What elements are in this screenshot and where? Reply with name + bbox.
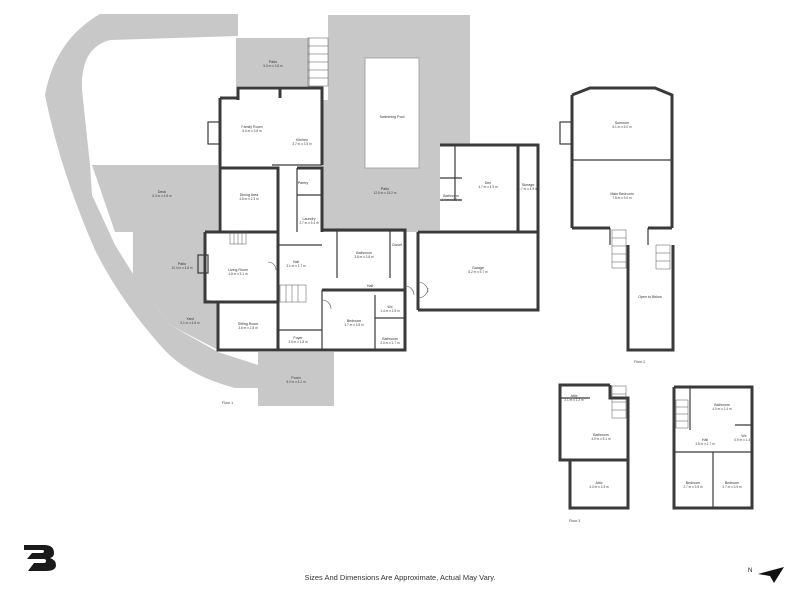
room-dimensions: 12.6 m x 15.2 m	[374, 191, 397, 195]
room-dimensions: 0.9 m x 1.4 m	[734, 438, 754, 442]
room-dimensions: 2.7 m x 3.9 m	[722, 485, 742, 489]
floor3b-walls	[672, 385, 754, 510]
swimming-pool	[364, 57, 420, 169]
room-name: Patio	[269, 60, 277, 64]
doors	[267, 261, 429, 310]
disclaimer-text: Sizes And Dimensions Are Approximate, Ac…	[304, 573, 495, 582]
room-name: Hall	[293, 260, 299, 264]
yard-area	[140, 285, 218, 350]
room-dimensions: 5.6 m x 3.8 m	[242, 129, 262, 133]
room-name: Hall	[702, 438, 708, 442]
room-dimensions: 6.3 m x 4.8 m	[152, 194, 172, 198]
deck-area	[92, 165, 218, 232]
floor-label: Floor 1	[222, 401, 233, 405]
room-name: Patio	[381, 187, 389, 191]
room-name: Foyer	[293, 336, 303, 340]
room-name: Bedroom	[725, 481, 740, 485]
room-name: Family Room	[241, 125, 262, 129]
floor2-labels: Sunroom 6.1 m x 5.0 m Main Bedroom 7.5 m…	[610, 121, 662, 364]
floor-label: Floor 3	[569, 519, 580, 523]
floor1-labels: Patio 5.5 m x 3.8 m Family Room 5.6 m x …	[152, 60, 538, 405]
room-dimensions: 2.1 m x 1.2 m	[564, 398, 584, 402]
room-name: Bedroom	[686, 481, 701, 485]
room-name: Closet	[392, 243, 402, 247]
fireplace-living	[197, 254, 209, 274]
room-name: Bathroom	[593, 433, 609, 437]
room-name: Attic	[571, 394, 578, 398]
room-name: Kitchen	[296, 138, 308, 142]
room-dimensions: 5.1 m x 4.8 m	[180, 321, 200, 325]
room-dimensions: 10.4 m x 4.8 m	[171, 266, 192, 270]
room-dimensions: 3.6 m x 2.8 m	[238, 326, 258, 330]
room-name: Yard	[186, 317, 193, 321]
room-name: Bathroom	[714, 403, 730, 407]
room-dimensions: 5.5 m x 3.8 m	[263, 64, 283, 68]
room-name: Porch	[291, 376, 300, 380]
room-name: Patio	[178, 262, 186, 266]
room-name: Bathroom	[443, 194, 459, 198]
room-dimensions: 4.7 m x 4.9 m	[478, 185, 498, 189]
room-dimensions: 4.8 m x 5.1 m	[228, 272, 248, 276]
room-dimensions: 2.7 m x 3.4 m	[299, 221, 319, 225]
room-name: Wc	[387, 305, 392, 309]
room-name: Laundry	[303, 217, 316, 221]
fireplace-family	[207, 121, 221, 145]
room-name: Sitting Room	[238, 322, 259, 326]
room-name: Garage	[472, 266, 484, 270]
compass: N	[748, 567, 784, 583]
room-name: Den	[485, 181, 492, 185]
room-name: Storage	[522, 183, 535, 187]
room-dimensions: 2.0 m x 1.7 m	[380, 341, 400, 345]
room-dimensions: 5.0 m x 4.2 m	[286, 380, 306, 384]
room-name: Attic	[596, 481, 603, 485]
room-name: Dining Area	[240, 193, 259, 197]
room-dimensions: 7.5 m x 9.0 m	[612, 196, 632, 200]
room-dimensions: 3.8 m x 3.8 m	[354, 255, 374, 259]
compass-north-label: N	[748, 568, 752, 574]
floor2-stairs	[611, 229, 671, 270]
room-name: Swimming Pool	[380, 115, 405, 119]
brand-logo	[24, 545, 56, 571]
room-dimensions: 4.0 m x 5.1 m	[591, 437, 611, 441]
patio-top-area	[236, 38, 310, 86]
room-name: Pantry	[298, 181, 309, 185]
room-dimensions: 3.5 m x 1.7 m	[695, 442, 715, 446]
room-name: Hall	[367, 284, 373, 288]
room-name: Main Bedroom	[610, 192, 633, 196]
floor-label: Floor 2	[634, 360, 645, 364]
room-dimensions: 1.8 m x 1.1 m	[360, 288, 380, 292]
floor3a-walls	[558, 383, 630, 510]
room-name: Bathroom	[356, 251, 372, 255]
floor1-stairs	[229, 37, 329, 303]
room-name: Sunroom	[615, 121, 630, 125]
room-dimensions: 2.7 m x 3.9 m	[683, 485, 703, 489]
porch-area	[258, 352, 334, 406]
room-dimensions: 6.1 m x 5.0 m	[612, 125, 632, 129]
room-name: Wc	[741, 434, 746, 438]
room-dimensions: 4.0 m x 3.3 m	[589, 485, 609, 489]
room-dimensions: 3.7 m x 3.8 m	[344, 323, 364, 327]
room-dimensions: 1.4 m x 2.2 m	[441, 198, 461, 202]
room-dimensions: 4.8 m x 2.3 m	[239, 197, 259, 201]
floor2-walls	[559, 86, 675, 352]
room-name: Bedroom	[347, 319, 362, 323]
room-dimensions: 1.4 m x 1.5 m	[380, 309, 400, 313]
room-dimensions: 3.5 m x 1.8 m	[288, 340, 308, 344]
driveway-area	[45, 14, 258, 388]
room-dimensions: 3.7 m x 3.5 m	[292, 142, 312, 146]
room-name: Deck	[158, 190, 166, 194]
floor3b-labels: Bathroom 4.0 m x 2.4 m Hall 3.5 m x 1.7 …	[683, 403, 754, 489]
room-dimensions: 8.2 m x 5.7 m	[468, 270, 488, 274]
room-dimensions: 4.0 m x 2.4 m	[712, 407, 732, 411]
room-dimensions: 1.7 m x 4.9 m	[518, 187, 538, 191]
compass-arrow-icon	[758, 567, 784, 583]
floor3a-labels: Attic 2.1 m x 1.2 m Bathroom 4.0 m x 5.1…	[564, 394, 611, 523]
room-dimensions: 3.1 m x 2.7 m	[286, 264, 306, 268]
room-name: Bathroom	[382, 337, 398, 341]
room-name: Open to Below	[638, 295, 662, 299]
room-name: Living Room	[228, 268, 248, 272]
